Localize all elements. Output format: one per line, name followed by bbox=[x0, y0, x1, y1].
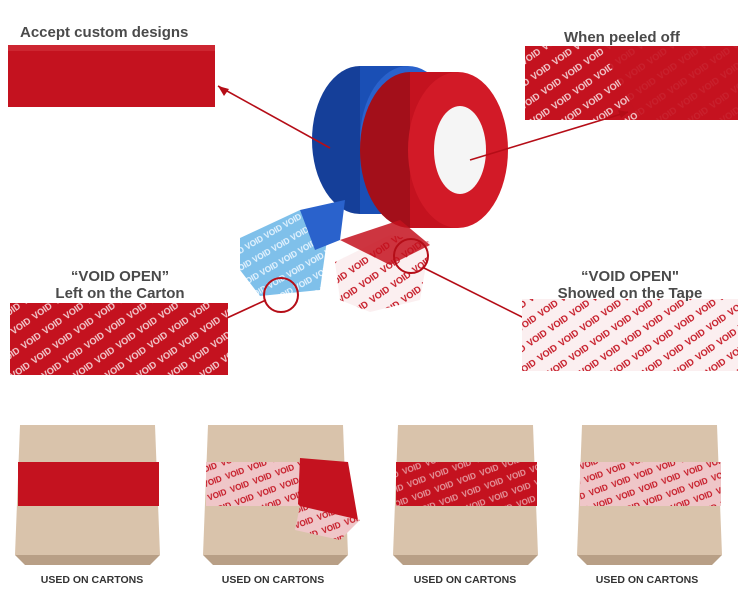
blue-peeled-strip bbox=[240, 210, 330, 296]
carton-2 bbox=[203, 425, 360, 565]
top-left-label: Accept custom designs bbox=[20, 24, 189, 41]
red-tape-roll bbox=[360, 72, 508, 228]
mid-right-label-line2: Showed on the Tape bbox=[557, 285, 703, 302]
custom-design-swatch bbox=[8, 45, 215, 107]
mid-left-label-line2: Left on the Carton bbox=[55, 285, 185, 302]
carton-caption-1: USED ON CARTONS bbox=[40, 574, 144, 586]
void-showed-on-tape-swatch bbox=[522, 299, 738, 371]
tape-pointer-circle bbox=[393, 238, 429, 274]
void-left-on-carton-swatch bbox=[10, 303, 228, 375]
carton-caption-4: USED ON CARTONS bbox=[595, 574, 699, 586]
mid-right-label: “VOID OPEN" Showed on the Tape bbox=[535, 268, 725, 302]
mid-left-label-line1: “VOID OPEN” bbox=[70, 268, 170, 285]
carton-caption-3: USED ON CARTONS bbox=[413, 574, 517, 586]
carton-1 bbox=[15, 425, 160, 565]
carton-4 bbox=[577, 425, 722, 565]
mid-left-label: “VOID OPEN” Left on the Carton bbox=[40, 268, 200, 302]
carton-pointer-circle bbox=[263, 277, 299, 313]
top-right-label: When peeled off bbox=[564, 29, 680, 46]
mid-right-label-line1: “VOID OPEN" bbox=[581, 268, 679, 285]
carton-3 bbox=[393, 425, 538, 565]
carton-caption-2: USED ON CARTONS bbox=[221, 574, 325, 586]
